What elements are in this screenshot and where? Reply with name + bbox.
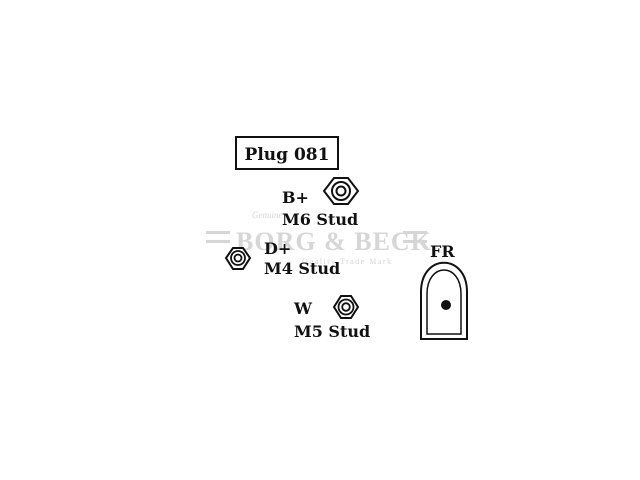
stud-label-d-plus: M4 Stud	[264, 259, 340, 278]
plug-label-box: Plug 081	[235, 136, 339, 170]
watermark-bar-right-top	[403, 231, 427, 234]
plug-label-border	[235, 136, 339, 170]
b-plus-stud-icon	[322, 177, 360, 205]
fr-label: FR	[430, 242, 455, 261]
watermark-script: Genuine	[252, 210, 283, 220]
fr-connector-inner	[426, 269, 462, 335]
watermark-tagline: Quality Trade Mark	[302, 257, 393, 266]
terminal-label-w: W	[293, 299, 313, 318]
plug-label: Plug 081	[245, 145, 330, 165]
terminal-b-plus: B+ M6 Stud	[282, 177, 360, 229]
watermark-bar-right-bottom	[403, 240, 427, 243]
fr-connector-pin	[441, 300, 451, 310]
stud-label-w: M5 Stud	[294, 322, 370, 341]
terminal-label-b-plus: B+	[282, 188, 309, 207]
terminal-d-plus: D+ M4 Stud	[224, 239, 340, 278]
watermark-bar-left-top	[206, 231, 230, 234]
terminal-label-d-plus: D+	[264, 239, 291, 258]
watermark-brand: BORG & BECK	[236, 227, 432, 256]
watermark: Genuine BORG & BECK Quality Trade Mark	[206, 210, 432, 266]
w-stud-icon	[332, 295, 360, 319]
stud-label-b-plus: M6 Stud	[282, 210, 358, 229]
fr-connector: FR	[420, 242, 468, 340]
d-plus-stud-icon	[224, 247, 252, 270]
watermark-bar-left-bottom	[206, 240, 230, 243]
terminal-w: W M5 Stud	[293, 295, 370, 341]
